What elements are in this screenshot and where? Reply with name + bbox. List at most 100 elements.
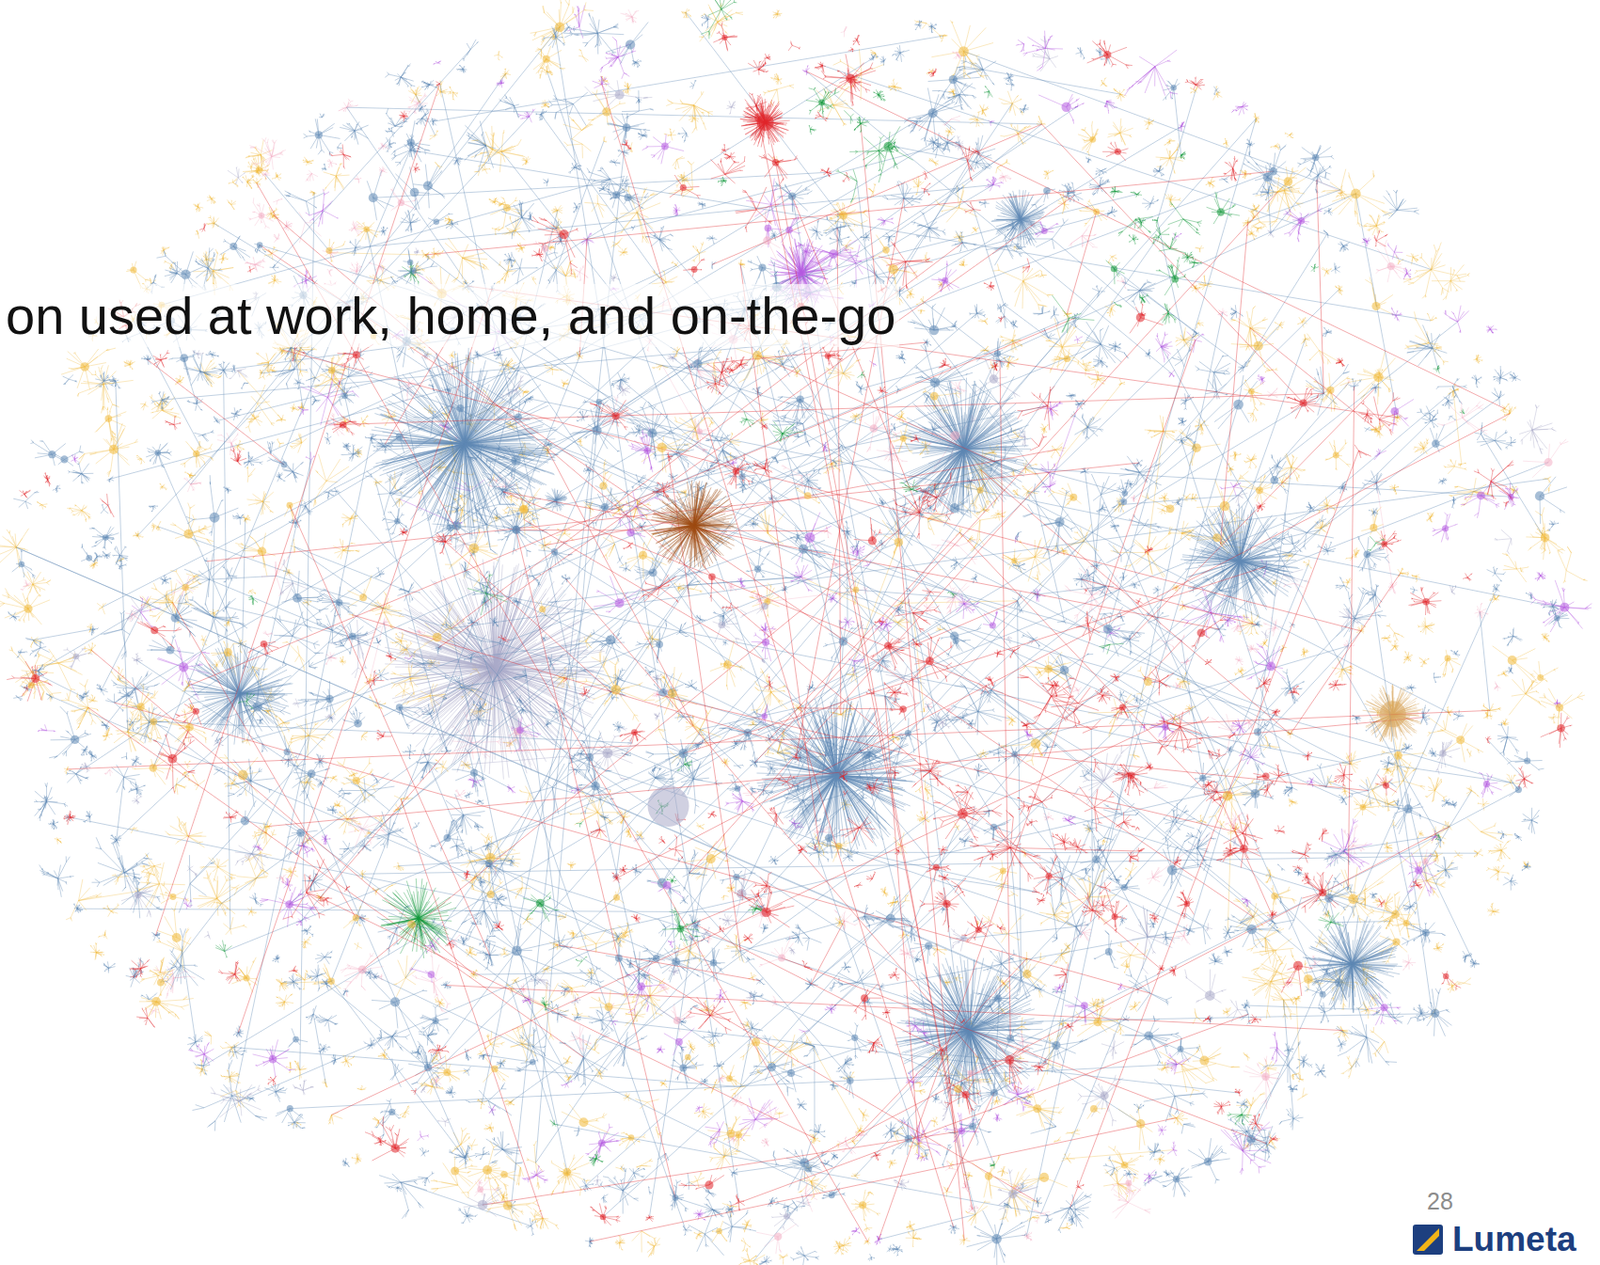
- cluster-core: [601, 503, 609, 511]
- cluster-core: [1222, 791, 1233, 801]
- cluster-core: [899, 705, 906, 713]
- cluster-core: [129, 267, 137, 274]
- cluster-core: [999, 868, 1007, 875]
- cluster-core: [85, 554, 93, 562]
- cluster-core: [1103, 50, 1111, 59]
- cluster-core: [397, 199, 405, 206]
- cluster-core: [1347, 893, 1359, 904]
- cluster-core: [975, 926, 983, 934]
- cluster-core: [1373, 372, 1384, 383]
- cluster-core: [772, 158, 780, 167]
- cluster-core: [407, 259, 413, 266]
- cluster-core: [894, 538, 904, 548]
- cluster-core: [1044, 665, 1053, 674]
- cluster-core: [788, 191, 796, 200]
- link-layer: [649, 480, 739, 571]
- cluster-core: [256, 241, 263, 248]
- cluster-core: [952, 637, 960, 645]
- cluster-core: [858, 1201, 867, 1209]
- cluster-core: [1069, 493, 1078, 502]
- cluster-core: [1054, 517, 1064, 527]
- cluster-core: [554, 22, 566, 33]
- cluster-core: [388, 1108, 396, 1116]
- cluster-core: [179, 353, 189, 363]
- cluster-core: [990, 1089, 999, 1097]
- cluster-core: [1199, 775, 1206, 782]
- cluster-core: [1171, 275, 1179, 284]
- cluster-core: [237, 770, 249, 781]
- cluster-core: [358, 965, 367, 974]
- cluster-core: [1422, 929, 1430, 937]
- cluster-core: [1387, 262, 1395, 270]
- cluster-core: [1414, 866, 1423, 874]
- cluster-core: [18, 561, 26, 569]
- cluster-core: [1110, 265, 1118, 272]
- cluster-core: [1143, 1031, 1154, 1042]
- cluster-core: [485, 859, 493, 868]
- cluster-core: [1090, 1105, 1098, 1113]
- cluster-core: [883, 142, 893, 152]
- cluster-core: [1442, 973, 1449, 980]
- cluster-core: [1030, 738, 1042, 749]
- cluster-core: [1219, 501, 1231, 512]
- cluster-core: [1093, 208, 1100, 216]
- cluster-core: [968, 1123, 977, 1131]
- cluster-core: [335, 599, 343, 606]
- cluster-core: [870, 424, 879, 433]
- cluster-core: [409, 267, 417, 275]
- cluster-core: [1540, 533, 1550, 542]
- cluster-core: [325, 695, 333, 703]
- cluster-core: [852, 586, 859, 594]
- cluster-core: [1350, 189, 1362, 200]
- cluster-core: [673, 1016, 682, 1025]
- cluster-core: [456, 404, 464, 412]
- cluster-core: [667, 688, 678, 698]
- cluster-core: [424, 1063, 432, 1072]
- cluster-core: [615, 90, 625, 100]
- cluster-core: [962, 1091, 970, 1099]
- cluster-core: [900, 435, 907, 443]
- link-layer: [6, 21, 1572, 1242]
- cluster-core: [487, 890, 495, 899]
- cluster-core: [104, 414, 112, 423]
- cluster-core: [928, 108, 938, 118]
- cluster-core: [777, 954, 786, 963]
- cluster-core: [1043, 187, 1051, 195]
- cluster-core: [1507, 655, 1518, 666]
- cluster-core: [510, 455, 521, 465]
- cluster-core: [783, 1213, 791, 1220]
- cluster-core: [592, 426, 602, 436]
- cluster-core: [1476, 491, 1486, 500]
- cluster-core: [671, 957, 681, 967]
- link-layer: [24, 36, 1557, 1231]
- cluster-core: [739, 473, 746, 480]
- cluster-core: [610, 684, 621, 696]
- cluster-core: [1111, 913, 1119, 920]
- cluster-core: [679, 1063, 687, 1072]
- cluster-core: [661, 142, 669, 151]
- cluster-core: [1199, 1056, 1209, 1066]
- cluster-core: [758, 263, 766, 271]
- cluster-core: [229, 242, 238, 251]
- cluster-core: [1536, 674, 1544, 682]
- cluster-core: [851, 1034, 858, 1042]
- cluster-core: [696, 428, 702, 435]
- cluster-core: [1203, 1157, 1213, 1167]
- cluster-core: [1523, 757, 1531, 764]
- cluster-core: [957, 808, 968, 820]
- cluster-core: [427, 970, 436, 979]
- cluster-core: [860, 994, 869, 1002]
- link-layer: [215, 0, 1465, 1170]
- cluster-core: [519, 505, 529, 515]
- cluster-core: [929, 325, 939, 335]
- cluster-core: [257, 547, 267, 556]
- cluster-core: [390, 1143, 399, 1153]
- cluster-core: [23, 604, 32, 614]
- cluster-core: [1253, 728, 1262, 736]
- cluster-core: [904, 1135, 913, 1143]
- cluster-core: [185, 723, 193, 731]
- cluster-core: [1093, 1017, 1103, 1027]
- cluster-core: [846, 1077, 854, 1084]
- cluster-core: [432, 633, 443, 643]
